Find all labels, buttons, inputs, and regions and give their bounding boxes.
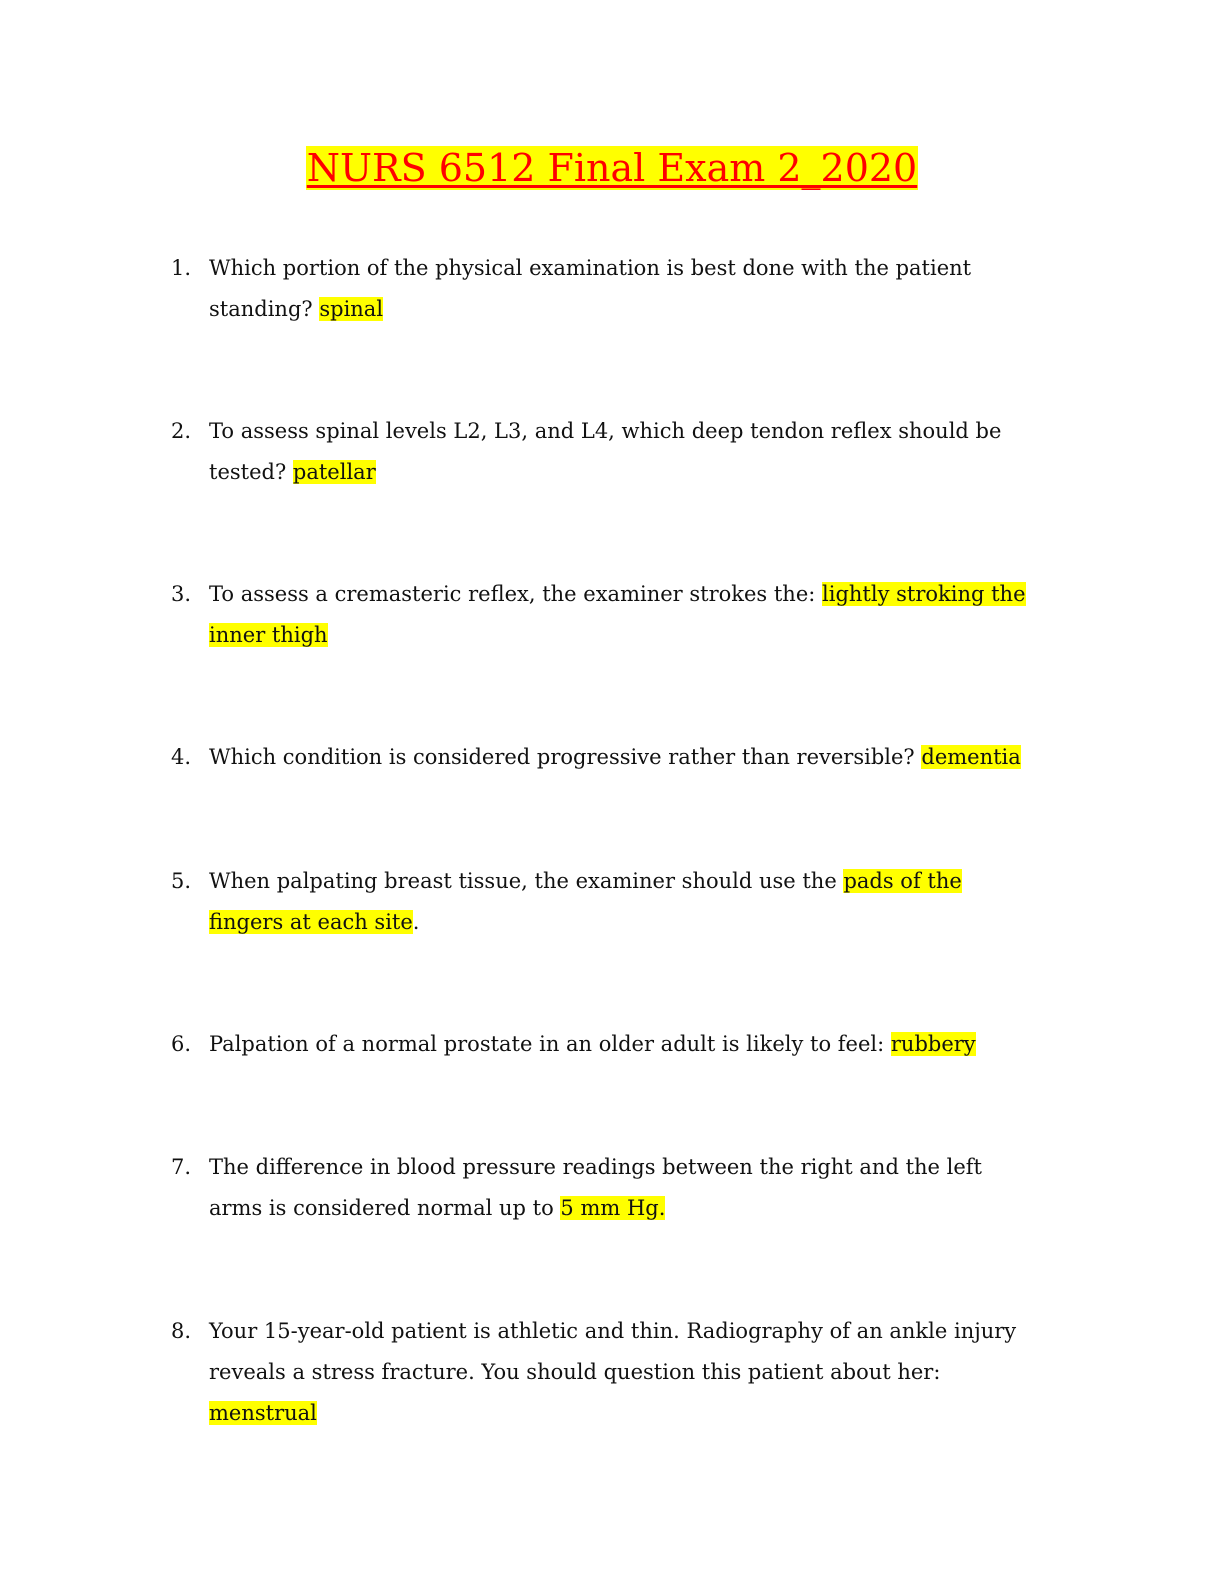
question-4-number: 4. bbox=[171, 745, 192, 769]
question-2-number: 2. bbox=[171, 419, 192, 443]
page-title: NURS 6512 Final Exam 2_2020 bbox=[0, 140, 1224, 196]
question-6-number: 6. bbox=[171, 1032, 192, 1056]
page-title-text: NURS 6512 Final Exam 2_2020 bbox=[305, 146, 919, 190]
question-5-number: 5. bbox=[171, 869, 192, 893]
question-4-answer: dementia bbox=[921, 745, 1021, 769]
question-8-text: Your 15-year-old patient is athletic and… bbox=[209, 1319, 1017, 1384]
question-4-body: Which condition is considered progressiv… bbox=[209, 737, 1039, 778]
question-5-suffix: . bbox=[412, 910, 420, 934]
question-8-body: Your 15-year-old patient is athletic and… bbox=[209, 1311, 1039, 1434]
question-3-number: 3. bbox=[171, 582, 192, 606]
question-8-answer: menstrual bbox=[209, 1401, 317, 1425]
question-5-text: When palpating breast tissue, the examin… bbox=[209, 869, 837, 893]
question-2-answer: patellar bbox=[292, 460, 376, 484]
question-3-body: To assess a cremasteric reflex, the exam… bbox=[209, 574, 1039, 656]
question-2-body: To assess spinal levels L2, L3, and L4, … bbox=[209, 411, 1039, 493]
question-1-text: Which portion of the physical examinatio… bbox=[209, 256, 972, 321]
question-1-answer: spinal bbox=[319, 297, 384, 321]
question-1-body: Which portion of the physical examinatio… bbox=[209, 248, 1039, 330]
question-5-body: When palpating breast tissue, the examin… bbox=[209, 861, 1039, 943]
question-6-text: Palpation of a normal prostate in an old… bbox=[209, 1032, 885, 1056]
question-2-text: To assess spinal levels L2, L3, and L4, … bbox=[209, 419, 1002, 484]
question-6-answer: rubbery bbox=[890, 1032, 976, 1056]
question-4-text: Which condition is considered progressiv… bbox=[209, 745, 915, 769]
question-1-number: 1. bbox=[171, 256, 192, 280]
question-7-answer: 5 mm Hg. bbox=[560, 1196, 666, 1220]
question-7-number: 7. bbox=[171, 1155, 192, 1179]
question-8-number: 8. bbox=[171, 1319, 192, 1343]
question-3-text: To assess a cremasteric reflex, the exam… bbox=[209, 582, 816, 606]
question-7-text: The difference in blood pressure reading… bbox=[209, 1155, 983, 1220]
question-7-body: The difference in blood pressure reading… bbox=[209, 1147, 1039, 1229]
question-6-body: Palpation of a normal prostate in an old… bbox=[209, 1024, 1039, 1065]
